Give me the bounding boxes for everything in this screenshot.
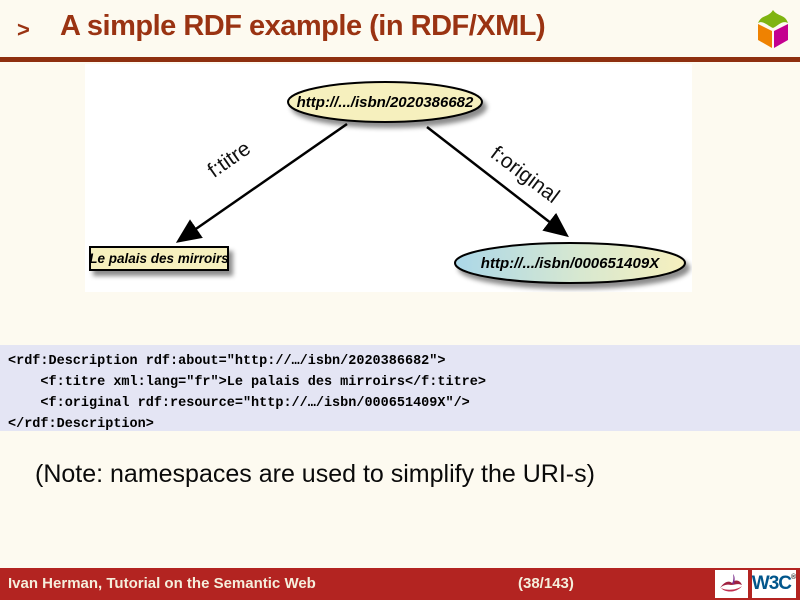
edge-titre-label: f:titre (204, 137, 255, 183)
literal-node (89, 246, 229, 271)
note-text: (Note: namespaces are used to simplify t… (35, 460, 595, 488)
right-resource-label: http://.../isbn/000651409X (481, 255, 660, 272)
footer-page-number: (38/143) (518, 575, 574, 592)
code-line-4: </rdf:Description> (8, 417, 154, 432)
edge-original-arrow (426, 126, 569, 238)
right-resource-node (454, 242, 686, 284)
title-underline (0, 57, 800, 62)
code-line-3: <f:original rdf:resource="http://…/isbn/… (8, 396, 470, 411)
calligraphy-logo (715, 570, 748, 598)
top-resource-label: http://.../isbn/2020386682 (297, 94, 474, 111)
w3c-logo: W3C® (752, 570, 796, 598)
footer-bar: Ivan Herman, Tutorial on the Semantic We… (0, 568, 800, 600)
rdf-graph-diagram: http://.../isbn/2020386682 f:titre f:ori… (85, 64, 692, 292)
rdf-xml-code-block: <rdf:Description rdf:about="http://…/isb… (0, 345, 800, 432)
literal-node-label: Le palais des mirroirs (89, 251, 229, 266)
footer-credit: Ivan Herman, Tutorial on the Semantic We… (8, 575, 316, 592)
w3c-registered-mark: ® (791, 574, 797, 581)
cube-logo-icon (752, 6, 794, 52)
w3c-logo-text: W3C® (751, 573, 797, 594)
code-line-1: <rdf:Description rdf:about="http://…/isb… (8, 354, 446, 369)
page-title: A simple RDF example (in RDF/XML) (60, 10, 546, 42)
edge-titre-arrow (175, 122, 348, 243)
title-bullet: > (17, 17, 30, 42)
top-resource-node (287, 81, 483, 123)
edge-original-label: f:original (486, 142, 563, 208)
code-line-2: <f:titre xml:lang="fr">Le palais des mir… (8, 375, 486, 390)
